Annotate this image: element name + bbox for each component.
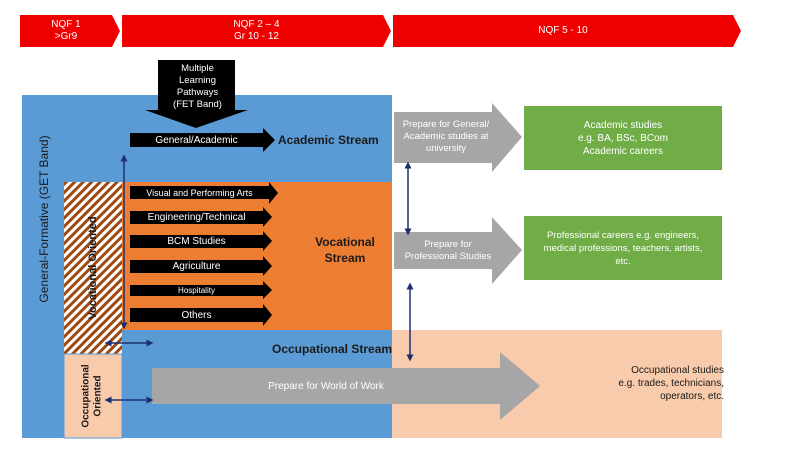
pathways-label: Multiple Learning Pathways (FET Band) (173, 63, 222, 110)
nqf-band-1-label: NQF 1 >Gr9 (51, 19, 81, 42)
academic-outcome-text: Academic studies e.g. BA, BSc, BCom Acad… (577, 119, 669, 157)
vocational-stream-box (122, 182, 392, 330)
prepare-world-of-work-label: Prepare for World of Work (268, 380, 384, 392)
nqf-band-3-arrow (393, 15, 741, 47)
prepare-academic-label: Prepare for General/ Academic studies at… (402, 119, 490, 154)
voc-item-others: Others (181, 309, 212, 321)
voc-arrow-engineering (130, 207, 272, 227)
vocational-oriented-box (64, 182, 122, 354)
occupational-outcome-text: Occupational studies e.g. trades, techni… (618, 365, 724, 402)
voc-arrow-hospitality (130, 281, 272, 299)
prepare-world-of-work-arrow (152, 352, 540, 420)
occupational-oriented-label-wrap: Occupational Oriented (64, 356, 122, 436)
nqf-band-3-label: NQF 5 - 10 (538, 25, 588, 36)
vocational-oriented-label: Vocational Oriented (87, 216, 99, 320)
nqf-band-2-arrow (122, 15, 391, 47)
pathways-down-arrow (145, 60, 248, 128)
voc-item-bcm: BCM Studies (167, 236, 226, 247)
voc-item-hospitality: Hospitality (178, 286, 215, 295)
voc-item-engineering: Engineering/Technical (147, 212, 246, 223)
voc-item-agriculture: Agriculture (172, 261, 221, 272)
voc-arrow-bcm (130, 231, 272, 251)
general-academic-label: General/Academic (155, 134, 238, 146)
vocational-stream-title: Vocational Stream (315, 235, 375, 265)
occupational-oriented-box (63, 353, 123, 439)
academic-outcome-box (524, 106, 722, 170)
prepare-professional-arrow (394, 217, 522, 284)
professional-outcome-box (524, 216, 722, 280)
occupational-oriented-label: Occupational Oriented (81, 364, 105, 428)
professional-outcome-text: Professional careers e.g. engineers, med… (543, 229, 703, 267)
academic-stream-title: Academic Stream (278, 133, 379, 147)
voc-arrow-others (130, 304, 272, 326)
general-academic-arrow (130, 128, 275, 152)
voc-arrow-agriculture (130, 256, 272, 276)
voc-arrow-visual-arts (130, 182, 278, 204)
occupational-stream-title: Occupational Stream (272, 342, 393, 356)
nqf-band-1-arrow (20, 15, 120, 47)
prepare-academic-arrow (394, 103, 522, 172)
get-band-label: General-Formative (GET Band) (37, 135, 51, 303)
voc-item-visual-arts: Visual and Performing Arts (146, 187, 253, 198)
prepare-professional-label: Prepare for Professional Studies (404, 239, 492, 262)
nqf-band-2-label: NQF 2 – 4 Gr 10 - 12 (233, 19, 280, 42)
